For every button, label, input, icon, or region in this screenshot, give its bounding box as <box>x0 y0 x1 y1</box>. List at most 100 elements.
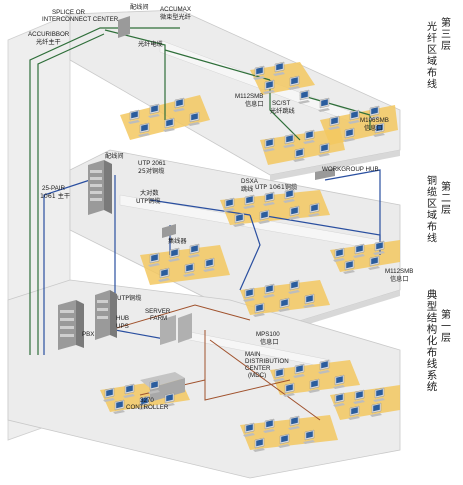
workstation-icon <box>333 393 345 407</box>
label-25pair: 1061 主干 <box>40 192 70 200</box>
workstation-icon <box>278 298 290 312</box>
workstation-icon <box>263 80 275 94</box>
label-pbx: PBX <box>82 331 94 338</box>
label-mps100: 信息口 <box>260 338 279 346</box>
label-utp-copper: UTP铜缆 <box>117 294 141 302</box>
label-server-farm: FARM <box>150 315 167 322</box>
label-m106smb: M106SMB <box>360 117 389 124</box>
workstation-icon <box>253 66 265 80</box>
workstation-icon <box>318 98 330 112</box>
workstation-icon <box>333 375 345 389</box>
workstation-icon <box>273 62 285 76</box>
workstation-icon <box>183 263 195 277</box>
label-mdc: DISTRIBUTION <box>245 358 289 365</box>
workstation-icon <box>308 379 320 393</box>
floor-title-second: 第二层 <box>441 180 451 216</box>
workstation-icon <box>148 380 160 394</box>
label-mdc: MAIN <box>245 351 260 358</box>
workstation-icon <box>370 403 382 417</box>
workstation-icon <box>203 258 215 272</box>
label-mdc: CENTER <box>245 365 271 372</box>
workstation-icon <box>288 206 300 220</box>
label-utp2061: 25对铜缆 <box>138 167 164 175</box>
workstation-icon <box>288 280 300 294</box>
workstation-icon <box>293 148 305 162</box>
workstation-icon <box>168 248 180 262</box>
workstation-icon <box>283 134 295 148</box>
label-scst: SC/ST <box>272 100 290 107</box>
workstation-icon <box>263 138 275 152</box>
workstation-icon <box>288 76 300 90</box>
workstation-icon <box>283 189 295 203</box>
workstation-icon <box>243 423 255 437</box>
label-m112smb-top: M112SMB <box>235 93 263 100</box>
workstation-icon <box>113 400 125 414</box>
floor-title-third-sub: 光纤区域布线 <box>427 20 437 91</box>
workstation-icon <box>173 98 185 112</box>
label-m106smb: 信息口 <box>364 124 383 132</box>
workstation-icon <box>243 195 255 209</box>
workstation-icon <box>273 368 285 382</box>
label-m112smb-top: 信息口 <box>245 100 264 108</box>
workstation-icon <box>263 284 275 298</box>
workstation-icon <box>298 90 310 104</box>
workstation-icon <box>348 110 360 124</box>
workstation-icon <box>223 198 235 212</box>
label-server-farm: SERVER <box>145 308 171 315</box>
floor-title-first: 第一层 <box>441 308 451 344</box>
workstation-icon <box>318 143 330 157</box>
workstation-icon <box>233 213 245 227</box>
label-controller: 3270 <box>140 397 154 404</box>
label-scst: 光纤跳线 <box>270 107 295 115</box>
workstation-icon <box>128 110 140 124</box>
workstation-icon <box>308 203 320 217</box>
workstation-icon <box>353 244 365 258</box>
workstation-icon <box>138 123 150 137</box>
floor-title-second-sub: 铜缆区域布线 <box>427 175 437 245</box>
label-wiring-closet-top: 配线间 <box>130 3 149 11</box>
workstation-icon <box>163 118 175 132</box>
pbx-rack <box>58 300 84 350</box>
label-ups: UPS <box>116 323 129 330</box>
workstation-icon <box>343 260 355 274</box>
workstation-icon <box>348 406 360 420</box>
floor-title-first-sub: 典型结构化布线系统 <box>427 288 438 393</box>
label-fiber-cable: 光纤电缆 <box>138 40 163 48</box>
label-large-utp: UTP铜缆 <box>136 197 160 205</box>
workstation-icon <box>243 288 255 302</box>
workstation-icon <box>253 303 265 317</box>
workstation-icon <box>343 128 355 142</box>
workstation-icon <box>188 244 200 258</box>
label-accuribbor: 光纤主干 <box>36 38 61 46</box>
label-accumax: 微束型光纤 <box>160 13 191 21</box>
label-utp2061: UTP 2061 <box>138 160 166 167</box>
label-m112smb-mid: M112SMB <box>385 268 413 275</box>
label-large-utp: 大对数 <box>140 189 159 197</box>
workstation-icon <box>103 388 115 402</box>
label-mdc: (MDC) <box>248 372 266 379</box>
workstation-icon <box>148 253 160 267</box>
label-accumax: ACCUMAX <box>160 6 191 13</box>
label-accuribbor: ACCURIBBOR <box>28 31 70 38</box>
floor-titles: 第三层 光纤区域布线 第二层 铜缆区域布线 第一层 典型结构化布线系统 <box>427 16 451 393</box>
label-25pair: 25-PAIR <box>42 185 65 192</box>
label-wiring-closet-mid: 配线间 <box>105 152 124 160</box>
label-concentrator: 集线器 <box>168 237 187 245</box>
workstation-icon <box>328 116 340 130</box>
workstation-icon <box>263 419 275 433</box>
label-hub: HUB <box>116 315 129 322</box>
label-controller: CONTROLLER <box>126 404 169 411</box>
workstation-icon <box>373 241 385 255</box>
workstation-icon <box>158 268 170 282</box>
workstation-icon <box>188 112 200 126</box>
hub-ups-rack <box>95 290 117 340</box>
workstation-icon <box>353 390 365 404</box>
workstation-icon <box>303 430 315 444</box>
workstation-icon <box>283 383 295 397</box>
label-m112smb-mid: 信息口 <box>390 275 409 283</box>
workstation-icon <box>303 130 315 144</box>
workstation-icon <box>293 364 305 378</box>
workstation-icon <box>333 248 345 262</box>
